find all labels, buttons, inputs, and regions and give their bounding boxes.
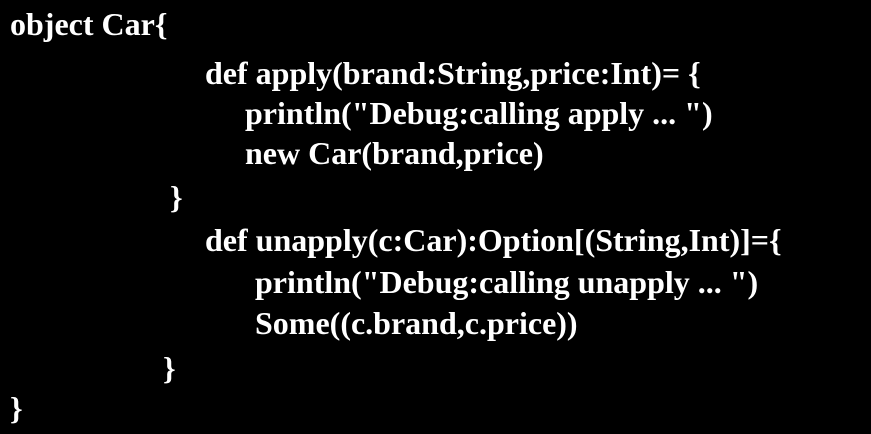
code-line-apply-signature: def apply(brand:String,price:Int)= { (205, 55, 701, 91)
code-line-apply-close-brace: } (170, 179, 183, 215)
code-line-apply-new-car: new Car(brand,price) (245, 135, 544, 171)
code-line-apply-println: println("Debug:calling apply ... ") (245, 95, 713, 131)
code-line-unapply-signature: def unapply(c:Car):Option[(String,Int)]=… (205, 222, 782, 258)
code-line-object-declaration: object Car{ (10, 6, 168, 42)
code-line-unapply-close-brace: } (163, 350, 176, 386)
code-line-object-close-brace: } (10, 390, 23, 426)
code-line-unapply-some: Some((c.brand,c.price)) (255, 305, 578, 341)
code-line-unapply-println: println("Debug:calling unapply ... ") (255, 264, 759, 300)
